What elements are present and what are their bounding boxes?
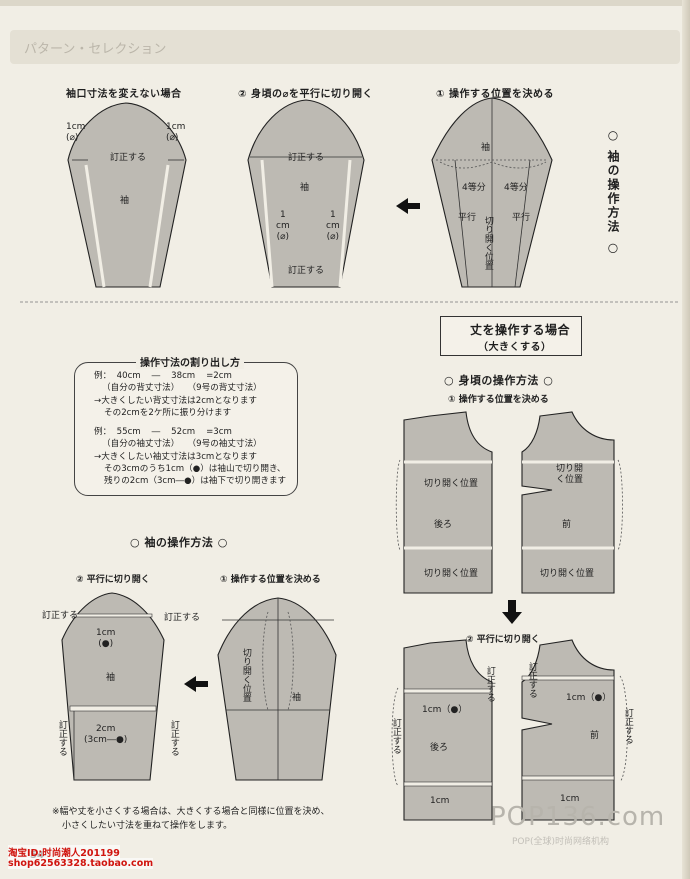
fig2-sleeve: 袖 [300,183,310,193]
calc-ex2-note3: 残りの2cm（3cm―●）は袖下で切り開きます [104,476,287,486]
back-cut-pos-2: 切り開く位置 [424,569,479,579]
front-bodice-step2 [521,639,628,821]
sleeve-step1-figure [217,597,337,781]
back2-label: 後ろ [430,743,449,753]
header-band [10,30,680,64]
bottom-correct-right: 訂正する [164,613,201,623]
back-bodice-step1 [395,411,493,594]
bottom-step2: ② 平行に切り開く [76,575,150,585]
sleeve-no-change-figure [67,102,187,288]
fig1-correct: 訂正する [110,150,147,163]
back2-1cm: 1cm [430,796,450,806]
length-subtitle: （大きくする） [478,342,552,353]
calc-box [74,362,298,496]
calc-ex2-sub: （自分の袖丈寸法） （9号の袖丈寸法） [102,439,262,449]
body-method-title-text: 身頃の操作方法 [458,374,539,387]
back2-correct-vert: 訂正する [390,718,401,754]
calc-ex1-line: 例： 40cm ― 38cm =2cm [94,371,232,381]
bottom-sleeve-title-text: 袖の操作方法 [144,536,214,549]
fig-no-change-title: 袖口寸法を変えない場合 [66,89,182,100]
watermark-sub: POP(全球)时尚网络机构 [512,837,609,847]
page-edge [682,0,690,879]
bottom-step1: ① 操作する位置を決める [220,575,321,585]
front-label: 前 [562,520,572,530]
calc-ex2-note1: →大きくしたい袖丈寸法は3cmとなります [94,452,258,462]
fig3-parallel-right: 平行 [512,213,531,223]
calc-ex1-note1: →大きくしたい背丈寸法は2cmとなります [94,396,258,406]
sleeve-step2-figure [61,592,165,781]
fig-parallel-title: ② 身頃の⌀を平行に切り開く [238,89,373,100]
front-cut-pos: 切り開く位置 [556,464,584,485]
sleeve-method-vertical-title: ○ 袖の操作方法 ○ [605,128,622,256]
bottom-cut-pos: 切り開く位置 [240,648,251,702]
calc-ex1-sub: （自分の背丈寸法） （9号の背丈寸法） [102,383,262,393]
body-method-title: ○ 身頃の操作方法 ○ [444,374,554,387]
fig2-correct-bottom: 訂正する [288,266,325,276]
fig2-right-mark: 1 cm (⌀) [326,210,340,242]
back-label: 後ろ [434,520,453,530]
bottom-cap-mark: 1cm (●) [96,628,116,649]
calc-ex2-line: 例： 55cm ― 52cm =3cm [94,427,232,437]
arrow-down [502,600,522,624]
fig3-left-quarter: 4等分 [462,183,486,193]
fig3-sleeve: 袖 [481,143,491,153]
fig1-left-mark: 1cm (⌀) [66,122,86,143]
fig2-left-mark: 1 cm (⌀) [276,210,290,242]
footnote-line1: ※幅や丈を小さくする場合は、大きくする場合と同様に位置を決め、 [52,807,330,817]
back-cut-pos: 切り開く位置 [424,479,479,489]
front2-correct-vert-left: 訂正する [526,662,537,698]
arrow-left-1 [396,198,420,214]
length-title-box [440,316,582,356]
sleeve-parallel-figure [247,99,365,288]
front-cut-pos-2: 切り開く位置 [540,569,595,579]
circle-mark-bottom: ○ [606,240,620,257]
fig2-correct-top: 訂正する [288,153,325,163]
shop-id: 淘宝ID:时尚潮人201199 [8,845,120,859]
fig1-sleeve: 袖 [120,196,130,206]
front2-label: 前 [590,731,600,741]
calc-box-title: 操作寸法の割り出し方 [136,354,244,369]
bottom-sleeve-title: ○ 袖の操作方法 ○ [130,536,228,549]
calc-ex2-note2: その3cmのうち1cm（●）は袖山で切り開き、 [104,464,286,474]
header-ghost-text: パターン・セレクション [24,42,167,57]
back2-1cm-dot: 1cm（●） [422,705,468,715]
fig3-parallel-left: 平行 [458,213,477,223]
fig3-right-quarter: 4等分 [504,183,528,193]
footnote-line2: 小さくしたい寸法を重ねて操作をします。 [62,821,233,831]
length-title: 丈を操作する場合 [470,323,571,337]
body-step1: ① 操作する位置を決める [448,395,549,405]
bottom-sleeve-label: 袖 [106,673,116,683]
bottom-correct-vert-right: 訂正する [168,720,179,756]
front2-1cm-dot: 1cm（●） [566,693,612,703]
sleeve-decide-figure [431,97,553,288]
back-bodice-step2 [391,639,493,821]
bottom-correct-left: 訂正する [42,611,79,621]
fig1-right-mark: 1cm (⌀) [166,122,186,143]
fig3-cut-position: 切り開く位置 [482,216,493,270]
calc-ex1-note2: その2cmを2ケ所に振り分けます [104,408,232,418]
circle-mark-top: ○ [606,128,620,144]
bottom-correct-vert-left: 訂正する [56,720,67,756]
body-step2: ② 平行に切り開く [466,635,540,645]
bottom-step1-sleeve: 袖 [292,693,302,703]
front2-correct-vert: 訂正する [622,708,633,744]
back2-correct-vert-top: 訂正する [484,666,495,702]
fig-decide-title: ① 操作する位置を決める [436,89,554,100]
shop-url[interactable]: shop62563328.taobao.com [8,858,154,869]
sleeve-method-title-text: 袖の操作方法 [606,150,620,235]
bottom-lower-mark: 2cm (3cm―●) [84,724,128,745]
watermark-logo: POP136.com [490,802,666,832]
arrow-left-2 [184,676,208,692]
front2-1cm: 1cm [560,794,580,804]
front-bodice-step1 [521,411,623,594]
